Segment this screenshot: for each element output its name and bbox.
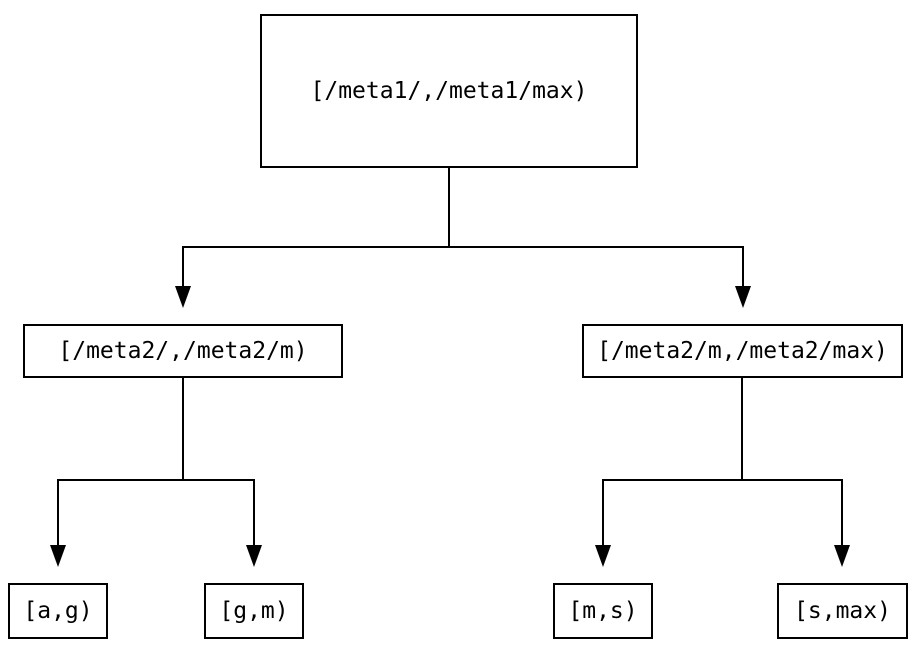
- node-meta2-left-label: [/meta2/,/meta2/m): [58, 338, 308, 364]
- node-leaf-gm-label: [g,m): [219, 598, 289, 624]
- connector-left-stem: [182, 378, 184, 481]
- arrow-down-icon: [735, 286, 751, 308]
- node-root: [/meta1/,/meta1/max): [260, 14, 638, 168]
- node-leaf-ms-label: [m,s): [568, 598, 638, 624]
- connector-root-to-right: [742, 246, 744, 288]
- node-leaf-smax-label: [s,max): [794, 598, 891, 624]
- connector-root-stem: [448, 168, 450, 247]
- connector-right-to-leaf-ms: [602, 479, 604, 545]
- connector-right-hbar: [602, 479, 843, 481]
- arrow-down-icon: [595, 545, 611, 567]
- node-meta2-right: [/meta2/m,/meta2/max): [582, 324, 903, 378]
- arrow-down-icon: [50, 545, 66, 567]
- connector-left-hbar: [57, 479, 255, 481]
- node-meta2-left: [/meta2/,/meta2/m): [23, 324, 343, 378]
- node-leaf-ag-label: [a,g): [23, 598, 93, 624]
- node-leaf-ms: [m,s): [553, 583, 653, 639]
- connector-root-to-left: [182, 246, 184, 288]
- node-leaf-gm: [g,m): [204, 583, 304, 639]
- node-root-label: [/meta1/,/meta1/max): [310, 78, 588, 104]
- node-leaf-ag: [a,g): [8, 583, 108, 639]
- connector-right-to-leaf-smax: [841, 479, 843, 545]
- node-leaf-smax: [s,max): [777, 583, 908, 639]
- connector-left-to-leaf-ag: [57, 479, 59, 545]
- connector-left-to-leaf-gm: [253, 479, 255, 545]
- connector-right-stem: [741, 378, 743, 481]
- arrow-down-icon: [175, 286, 191, 308]
- arrow-down-icon: [246, 545, 262, 567]
- connector-root-hbar: [182, 246, 744, 248]
- arrow-down-icon: [834, 545, 850, 567]
- node-meta2-right-label: [/meta2/m,/meta2/max): [597, 338, 888, 364]
